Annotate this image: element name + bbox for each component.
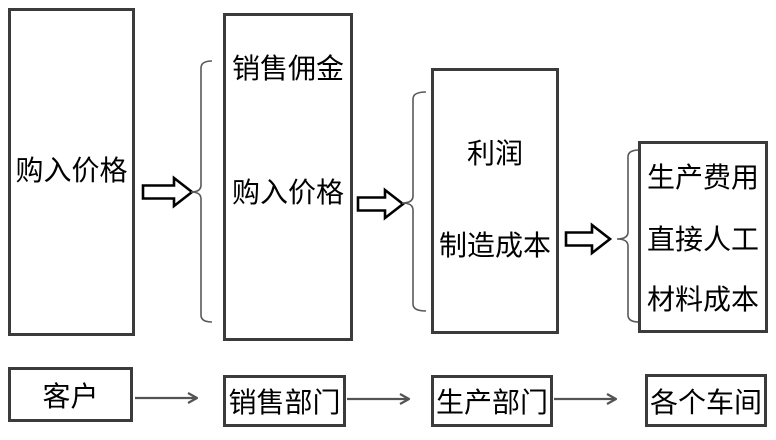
brace-1-icon	[190, 60, 213, 323]
box-factory-price: 利润 制造成本	[431, 68, 559, 334]
box-label: 各个车间	[649, 386, 762, 418]
box-label: 生产费用	[646, 162, 759, 193]
flow-arrow-2-icon	[347, 393, 411, 405]
brace-2-icon	[401, 91, 427, 312]
box-label: 销售佣金	[231, 53, 344, 84]
box-customer: 客户	[8, 367, 133, 422]
box-cost-breakdown: 生产费用 直接人工 材料成本	[638, 141, 768, 333]
box-label: 制造成本	[438, 230, 551, 261]
box-customer-price: 购入价格	[8, 8, 135, 336]
box-label: 购入价格	[15, 155, 128, 186]
flow-arrow-3-icon	[554, 393, 618, 405]
box-label: 材料成本	[646, 284, 759, 315]
box-label: 销售部门	[228, 387, 341, 418]
box-production-department: 生产部门	[431, 375, 553, 427]
box-workshops: 各个车间	[645, 374, 767, 427]
block-arrow-3-icon	[564, 222, 613, 256]
box-label: 直接人工	[646, 224, 759, 255]
flow-arrow-1-icon	[135, 392, 199, 404]
box-label: 购入价格	[231, 177, 344, 208]
box-label: 利润	[466, 138, 523, 169]
box-label: 生产部门	[435, 387, 548, 418]
block-arrow-2-icon	[356, 187, 406, 221]
brace-3-icon	[616, 149, 640, 323]
box-sales-price: 销售佣金 购入价格	[223, 13, 353, 341]
box-sales-department: 销售部门	[223, 375, 346, 427]
box-label: 客户	[42, 380, 99, 412]
block-arrow-1-icon	[141, 175, 195, 209]
